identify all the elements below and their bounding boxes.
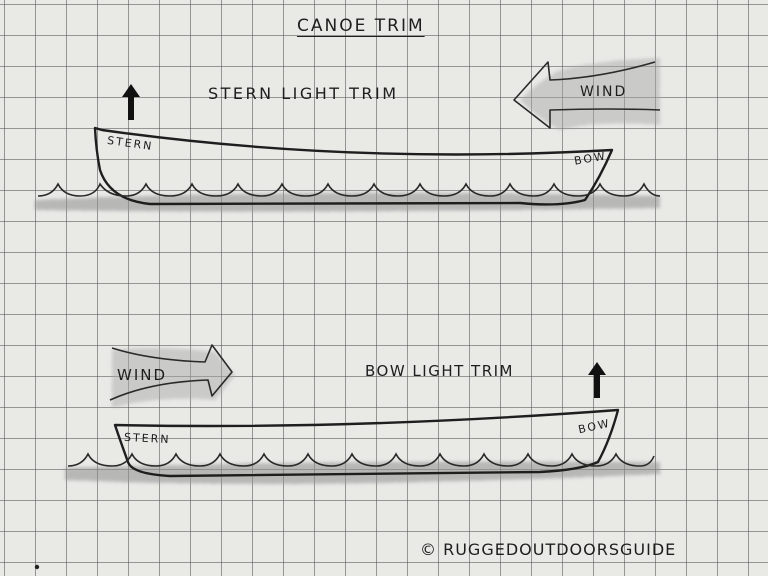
- wind-label-top: WIND: [580, 84, 628, 100]
- copyright-notice: © RUGGEDOUTDOORSGUIDE: [420, 540, 677, 559]
- up-arrow-icon: [122, 84, 140, 120]
- waves-bottom: [67, 452, 655, 467]
- water-shading-top: [35, 192, 660, 212]
- wind-arrow-icon: [109, 344, 235, 408]
- canoe-bottom: [113, 408, 620, 478]
- stern-label-bottom: STERN: [123, 430, 171, 447]
- diagram-title: CANOE TRIM: [297, 16, 425, 36]
- wind-arrow-icon: [513, 58, 661, 130]
- waves-top: [37, 182, 661, 197]
- stern-light-trim-heading: STERN LIGHT TRIM: [208, 84, 399, 103]
- bow-light-trim-heading: BOW LIGHT TRIM: [365, 362, 514, 380]
- canoe-top: [93, 126, 614, 206]
- wind-label-bottom: WIND: [117, 366, 168, 384]
- pencil-dot: [34, 564, 40, 570]
- up-arrow-icon: [588, 362, 606, 398]
